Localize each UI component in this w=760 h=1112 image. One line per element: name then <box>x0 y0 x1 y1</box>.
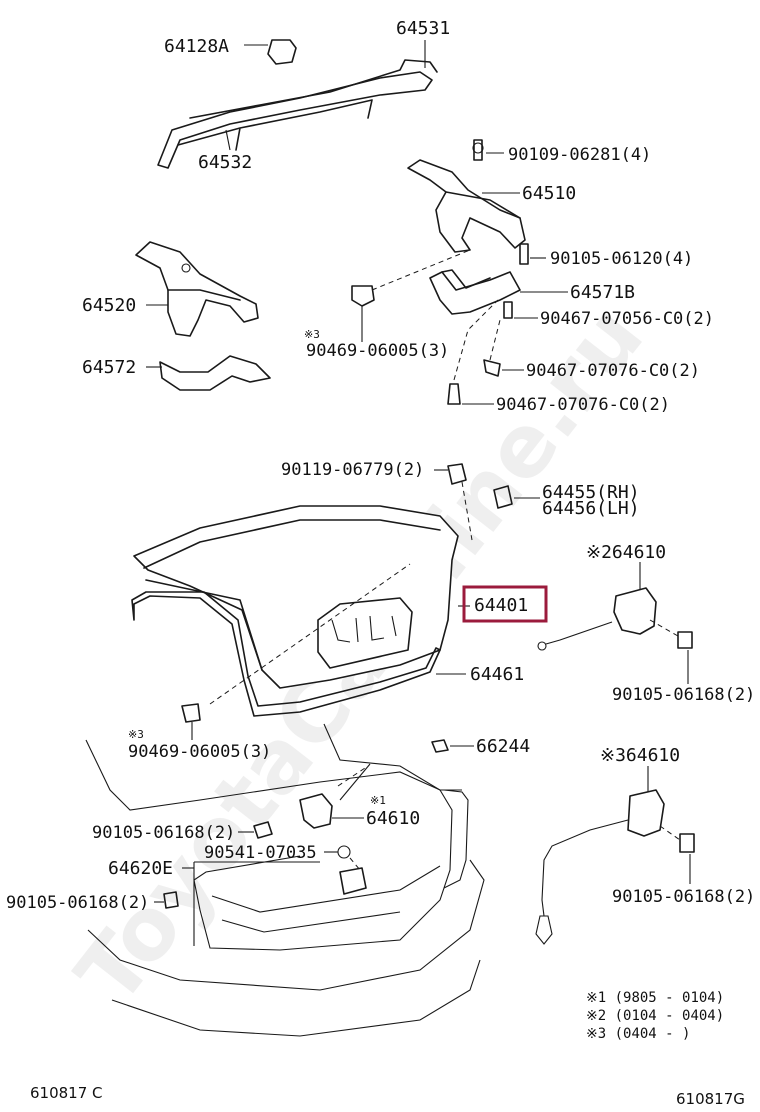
hinge-64520 <box>135 241 259 337</box>
label-90105-06168-d: 90105-06168(2) <box>612 887 755 907</box>
label-90105-06168-b: 90105-06168(2) <box>92 823 235 843</box>
label-64532: 64532 <box>198 152 252 173</box>
label-90467-07076-b: 90467-07076-C0(2) <box>496 395 670 415</box>
hinge-cover-64571B <box>429 269 521 315</box>
label-64610-v3: ※364610 <box>600 745 680 766</box>
lock-64610-v2 <box>537 587 693 651</box>
mark-3-lower: ※3 <box>128 728 144 741</box>
label-90109-06281: 90109-06281(4) <box>508 145 651 165</box>
weatherstrip-64461 <box>131 591 441 717</box>
label-90105-06168-a: 90105-06168(2) <box>612 685 755 705</box>
label-90469-06005-upper: 90469-06005(3) <box>306 341 449 361</box>
footer-right-code: 610817G <box>676 1090 745 1108</box>
note-1: ※1 (9805 - 0104) <box>586 990 724 1006</box>
note-2: ※2 (0104 - 0404) <box>586 1008 724 1024</box>
trunk-lid-64401 <box>133 505 459 705</box>
label-90541-07035: 90541-07035 <box>204 843 317 863</box>
highlight-box-64401[interactable] <box>462 585 548 623</box>
label-90105-06168-c: 90105-06168(2) <box>6 893 149 913</box>
label-64620E: 64620E <box>108 858 173 879</box>
hinge-64510 <box>407 139 529 265</box>
torsion-bar-group <box>157 39 438 169</box>
label-64610-v1: 64610 <box>366 808 420 829</box>
lock-64610-v3 <box>535 789 695 945</box>
mark-1: ※1 <box>370 794 386 807</box>
label-64520: 64520 <box>82 295 136 316</box>
label-64610-v2: ※264610 <box>586 542 666 563</box>
label-64455-rh: 64455(RH) <box>542 482 640 503</box>
label-64456-lh: 64456(LH) <box>542 498 640 519</box>
label-90119-06779: 90119-06779(2) <box>281 460 424 480</box>
lock-64610-v1 <box>299 793 333 829</box>
hinge-cover-64572 <box>159 355 271 391</box>
label-90467-07076-a: 90467-07076-C0(2) <box>526 361 700 381</box>
label-64531: 64531 <box>396 18 450 39</box>
label-64128A: 64128A <box>164 36 229 57</box>
label-90469-06005-lower: 90469-06005(3) <box>128 742 271 762</box>
label-90467-07056: 90467-07056-C0(2) <box>540 309 714 329</box>
label-64571B: 64571B <box>570 282 635 303</box>
mark-3-upper: ※3 <box>304 328 320 341</box>
label-64401[interactable]: 64401 <box>474 595 528 616</box>
car-body-rear <box>85 723 485 1037</box>
label-66244: 66244 <box>476 736 530 757</box>
label-90105-06120: 90105-06120(4) <box>550 249 693 269</box>
footer-left-code: 610817 C <box>30 1084 103 1102</box>
label-64461: 64461 <box>470 664 524 685</box>
label-64572: 64572 <box>82 357 136 378</box>
label-64510: 64510 <box>522 183 576 204</box>
note-3: ※3 (0404 - ) <box>586 1026 690 1042</box>
